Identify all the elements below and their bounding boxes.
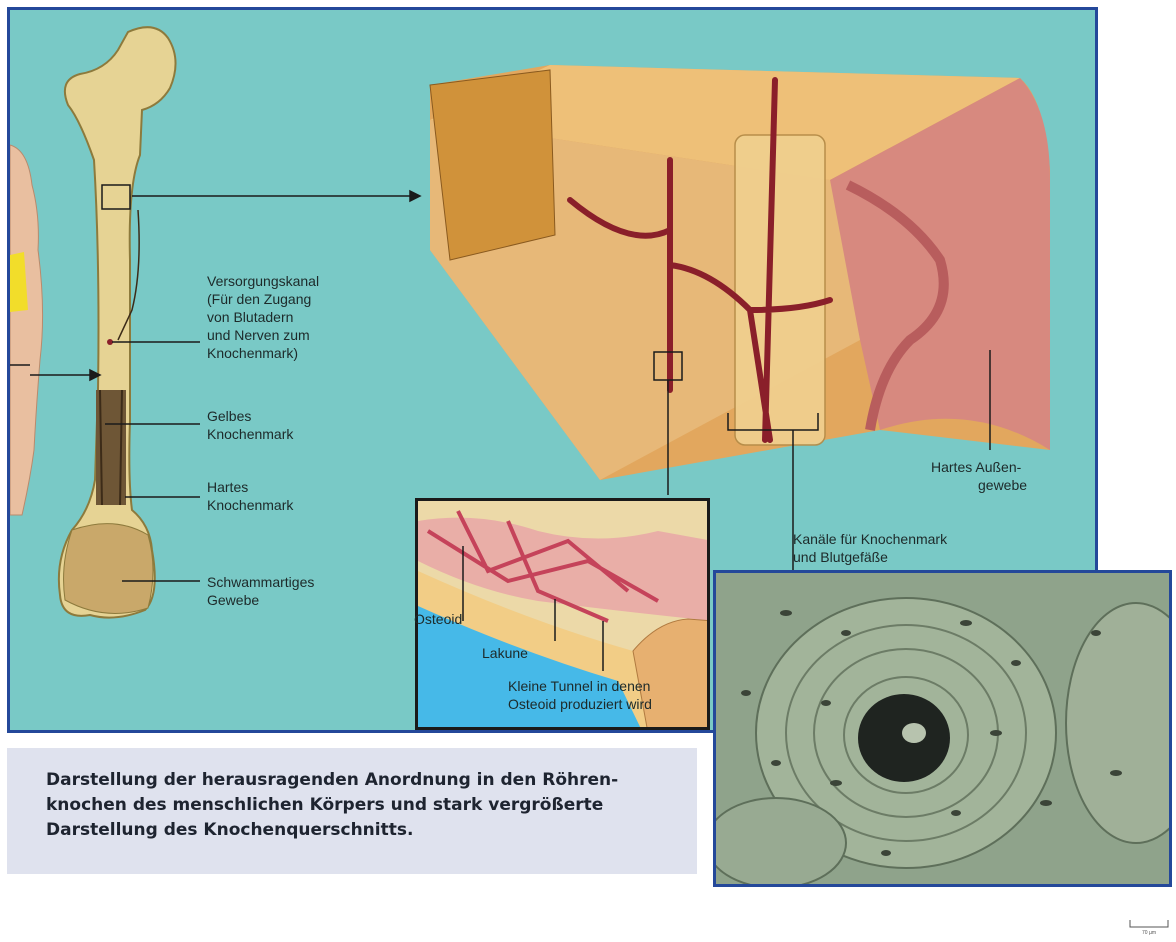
caption-text: Darstellung der herausragenden Anordnung… (46, 768, 686, 843)
label-hartes-knochenmark: Hartes Knochenmark (207, 478, 293, 514)
bone-micrograph (713, 570, 1172, 887)
human-figure (10, 145, 43, 515)
femur-bone (59, 27, 176, 617)
scale-bar-label: 70 µm (1128, 930, 1170, 936)
label-osteoid: Osteoid (414, 610, 462, 628)
label-lakune: Lakune (482, 644, 528, 662)
caption-box: Darstellung der herausragenden Anordnung… (7, 748, 697, 874)
label-versorgungskanal: Versorgungskanal (Für den Zugang von Blu… (207, 272, 319, 362)
label-kanaele: Kanäle für Knochenmark und Blutgefäße (793, 530, 947, 566)
label-hartes-aussengewebe: Hartes Außen- gewebe (931, 458, 1027, 494)
label-schwammartiges-gewebe: Schwammartiges Gewebe (207, 573, 314, 609)
label-gelbes-knochenmark: Gelbes Knochenmark (207, 407, 293, 443)
bone-cross-section (430, 65, 1050, 480)
label-kleine-tunnel: Kleine Tunnel in denen Osteoid produzier… (508, 677, 652, 713)
scale-bar: 70 µm (1128, 918, 1170, 938)
micrograph-image (716, 573, 1169, 884)
scale-bar-line (1128, 918, 1170, 930)
